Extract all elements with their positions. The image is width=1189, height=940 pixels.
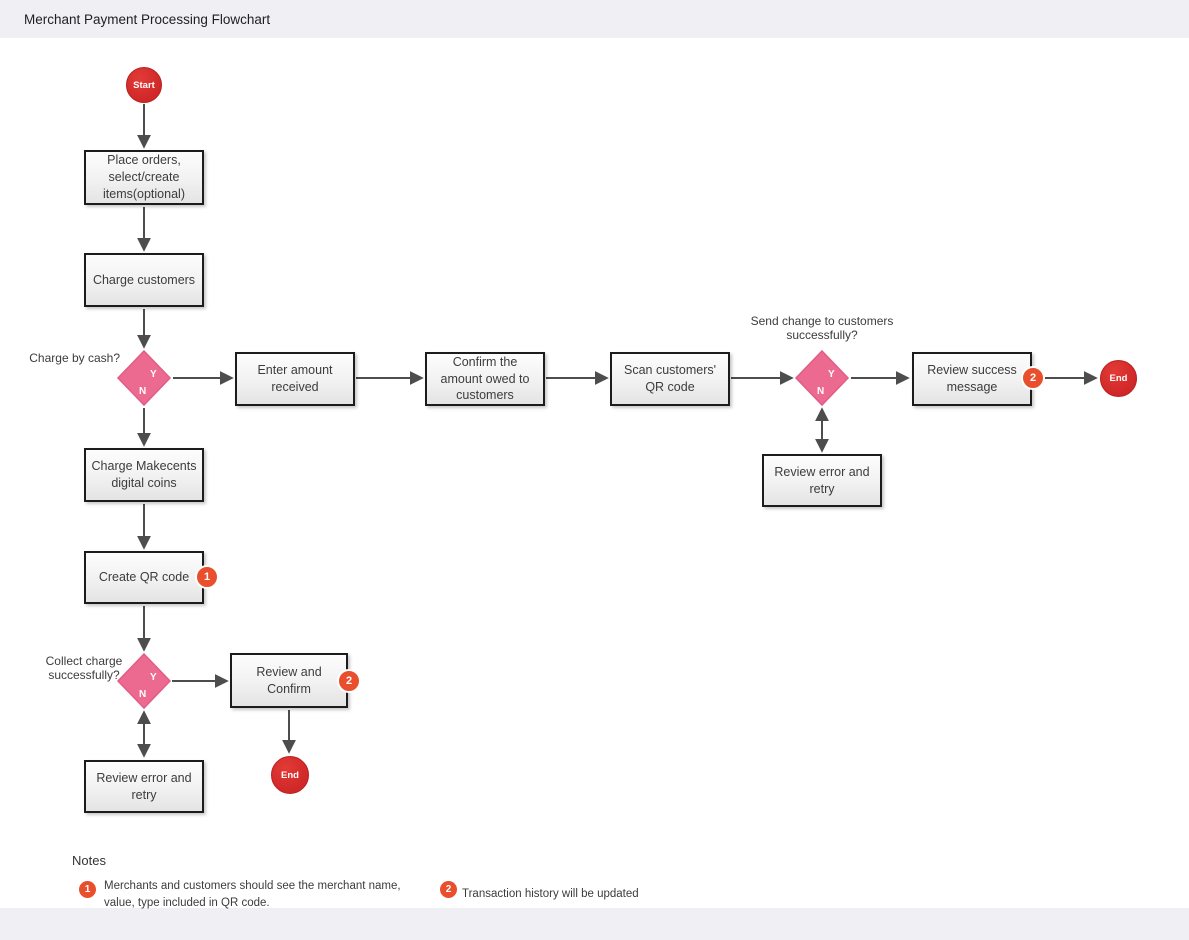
note-ref-badge-2: 2 (337, 669, 361, 693)
process-scan-qr-code[interactable]: Scan customers' QR code (610, 352, 730, 406)
process-label: Confirm the amount owed to customers (440, 354, 530, 403)
process-label: Review success message (927, 363, 1017, 394)
process-charge-customers[interactable]: Charge customers (84, 253, 204, 307)
decision-collect-charge[interactable]: Y N (116, 652, 172, 710)
process-label: Charge Makecents digital coins (91, 459, 197, 490)
page-title: Merchant Payment Processing Flowchart (24, 11, 271, 27)
process-charge-makecents[interactable]: Charge Makecents digital coins (84, 448, 204, 502)
diamond-shape (794, 349, 850, 407)
badge-number: 2 (445, 884, 452, 895)
note-text-1: Merchants and customers should see the m… (104, 880, 401, 909)
end-node-alt[interactable]: End (271, 756, 309, 794)
process-create-qr-code[interactable]: Create QR code (84, 551, 204, 604)
note-text-2: Transaction history will be updated (462, 888, 639, 900)
decision-question-send-change: Send change to customers successfully? (750, 314, 894, 343)
decision-no-label: N (139, 689, 147, 700)
decision-charge-by-cash[interactable]: Y N (116, 349, 172, 407)
decision-question-collect-charge: Collect charge successfully? (45, 654, 123, 683)
end-node-label: End (281, 769, 299, 781)
process-label: Review error and retry (96, 770, 192, 802)
process-label: Enter amount received (257, 363, 333, 394)
decision-send-change[interactable]: Y N (794, 349, 850, 407)
process-place-orders[interactable]: Place orders, select/create items(option… (84, 150, 204, 205)
process-confirm-amount[interactable]: Confirm the amount owed to customers (425, 352, 545, 406)
end-node-label: End (1109, 373, 1128, 384)
decision-no-label: N (817, 386, 825, 397)
note-ref-badge-1: 1 (195, 565, 219, 589)
note-ref-badge-2: 2 (1021, 366, 1045, 390)
decision-yes-label: Y (150, 369, 157, 380)
process-review-and-confirm[interactable]: Review and Confirm (230, 653, 348, 708)
badge-number: 2 (1029, 372, 1037, 384)
process-label: Review and Confirm (256, 664, 322, 696)
footer-bar (0, 908, 1189, 940)
process-enter-amount[interactable]: Enter amount received (235, 352, 355, 406)
notes-heading: Notes (72, 853, 106, 868)
badge-number: 1 (84, 884, 91, 895)
process-review-error-alt[interactable]: Review error and retry (84, 760, 204, 813)
process-review-error-main[interactable]: Review error and retry (762, 454, 882, 507)
process-label: Create QR code (98, 570, 190, 585)
end-node-main[interactable]: End (1100, 360, 1137, 397)
badge-number: 2 (345, 675, 353, 687)
decision-yes-label: Y (150, 672, 157, 683)
start-node-label: Start (133, 79, 155, 91)
process-label: Review error and retry (774, 464, 870, 496)
note-badge-2: 2 (440, 881, 457, 898)
process-label: Place orders, select/create items(option… (103, 153, 185, 201)
decision-yes-label: Y (828, 369, 835, 380)
decision-no-label: N (139, 386, 147, 397)
process-label: Scan customers' QR code (623, 363, 716, 394)
start-node[interactable]: Start (126, 67, 162, 103)
decision-question-charge-by-cash: Charge by cash? (29, 351, 120, 365)
process-review-success[interactable]: Review success message (912, 352, 1032, 406)
diamond-shape (116, 349, 172, 407)
title-bar: Merchant Payment Processing Flowchart (0, 0, 1189, 38)
process-label: Charge customers (92, 272, 196, 287)
diamond-shape (116, 652, 172, 710)
badge-number: 1 (203, 571, 211, 583)
note-badge-1: 1 (79, 881, 96, 898)
